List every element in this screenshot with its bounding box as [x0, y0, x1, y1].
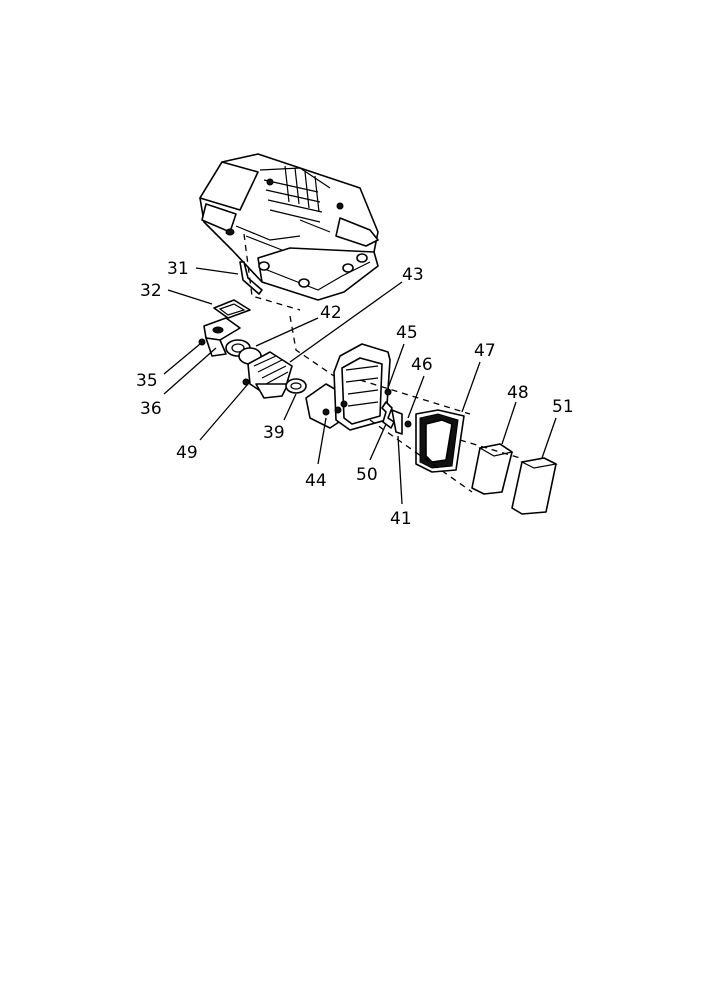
- callout-31: 31: [167, 259, 189, 279]
- callout-35: 35: [136, 371, 158, 391]
- part-51-prefilter: [511, 457, 558, 515]
- callout-39: 39: [263, 423, 285, 443]
- part-41-clip: [391, 409, 403, 435]
- engine-block: [199, 153, 379, 301]
- part-46-screw: [404, 420, 412, 428]
- assembly-lines: [243, 233, 521, 493]
- part-45-screw: [384, 388, 392, 396]
- callout-50: 50: [356, 465, 378, 485]
- callout-45: 45: [396, 323, 418, 343]
- callout-47: 47: [474, 341, 496, 361]
- part-47-filter-cover: [415, 409, 465, 473]
- part-48-filter-element: [471, 443, 514, 495]
- callout-44: 44: [305, 471, 327, 491]
- part-35-screw: [198, 338, 206, 346]
- callout-42: 42: [320, 303, 342, 323]
- part-32-gasket: [213, 299, 251, 319]
- part-31-rod: [239, 261, 263, 295]
- part-43-housing: [333, 343, 391, 431]
- leader-lines: [163, 267, 557, 505]
- callout-49: 49: [176, 443, 198, 463]
- part-36-adapter: [203, 317, 241, 357]
- callout-46: 46: [411, 355, 433, 375]
- callout-51: 51: [552, 397, 574, 417]
- callout-labels: 31 32 35 36 49 42 43 39 44 45 46 47 48 5…: [136, 259, 574, 529]
- callout-48: 48: [507, 383, 529, 403]
- part-50-clip: [381, 401, 395, 429]
- part-49-carburetor: [242, 351, 293, 399]
- callout-41: 41: [390, 509, 412, 529]
- callout-36: 36: [140, 399, 162, 419]
- part-42-gasket: [225, 339, 262, 365]
- callout-43: 43: [402, 265, 424, 285]
- callout-32: 32: [140, 281, 162, 301]
- part-39-gasket: [285, 378, 307, 394]
